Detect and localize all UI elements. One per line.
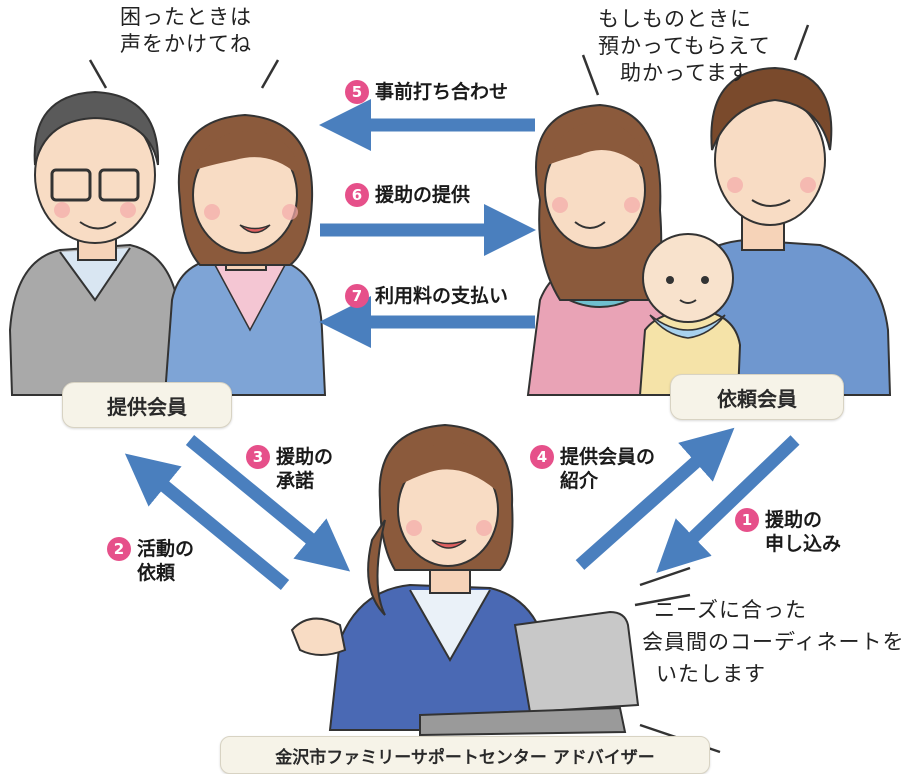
requester-woman-figure — [526, 103, 667, 396]
step-5: 5 事前打ち合わせ — [345, 80, 508, 104]
step-number-badge: 7 — [345, 284, 369, 308]
requester-speech-line1: もしものときに — [598, 7, 752, 31]
step-label-line2: 承諾 — [276, 470, 315, 492]
advisor-speech-line2: 会員間のコーディネートを — [642, 630, 905, 654]
requester-member-label: 依頼会員 — [670, 374, 844, 420]
arrow-step-4 — [575, 427, 735, 570]
advisor-speech: ニーズに合った 会員間のコーディネートを いたします — [642, 594, 905, 690]
step-label: 援助の — [765, 509, 823, 531]
advisor-figure — [290, 423, 640, 737]
step-number-badge: 4 — [530, 445, 554, 469]
arrow-step-2 — [124, 453, 290, 591]
requester-speech-line2: 預かってもらえて — [598, 34, 771, 58]
baby-figure — [638, 233, 742, 396]
provider-speech: 困ったときは 声をかけてね — [120, 4, 252, 58]
arrow-step-3 — [185, 434, 351, 572]
arrow-step-1 — [656, 435, 800, 573]
step-label: 利用料の支払い — [375, 285, 509, 307]
requester-speech-line3: 助かってます — [620, 61, 750, 85]
step-label-line2: 紹介 — [560, 470, 599, 492]
step-label: 援助の提供 — [375, 184, 471, 206]
provider-man-figure — [8, 90, 184, 396]
step-label-line2: 申し込み — [765, 533, 842, 555]
step-number-badge: 2 — [107, 537, 131, 561]
step-6: 6 援助の提供 — [345, 183, 470, 207]
step-number-badge: 1 — [735, 508, 759, 532]
provider-member-label: 提供会員 — [62, 382, 232, 428]
advisor-speech-line1: ニーズに合った — [654, 598, 807, 622]
provider-woman-figure — [163, 113, 327, 396]
provider-speech-line2: 声をかけてね — [120, 32, 252, 56]
step-2: 2 活動の 依頼 — [107, 537, 194, 585]
requester-speech: もしものときに 預かってもらえて 助かってます — [598, 6, 771, 87]
step-label: 提供会員の — [560, 446, 656, 468]
step-4: 4 提供会員の 紹介 — [530, 445, 655, 493]
step-label: 事前打ち合わせ — [375, 81, 509, 103]
advisor-label: 金沢市ファミリーサポートセンター アドバイザー — [220, 736, 710, 774]
advisor-speech-line3: いたします — [656, 662, 766, 686]
step-label: 活動の — [137, 538, 195, 560]
step-number-badge: 5 — [345, 80, 369, 104]
step-7: 7 利用料の支払い — [345, 284, 508, 308]
step-number-badge: 6 — [345, 183, 369, 207]
step-3: 3 援助の 承諾 — [246, 445, 333, 493]
step-label-line2: 依頼 — [137, 562, 176, 584]
step-number-badge: 3 — [246, 445, 270, 469]
step-1: 1 援助の 申し込み — [735, 508, 841, 556]
step-label: 援助の — [276, 446, 334, 468]
provider-speech-line1: 困ったときは — [120, 5, 252, 29]
